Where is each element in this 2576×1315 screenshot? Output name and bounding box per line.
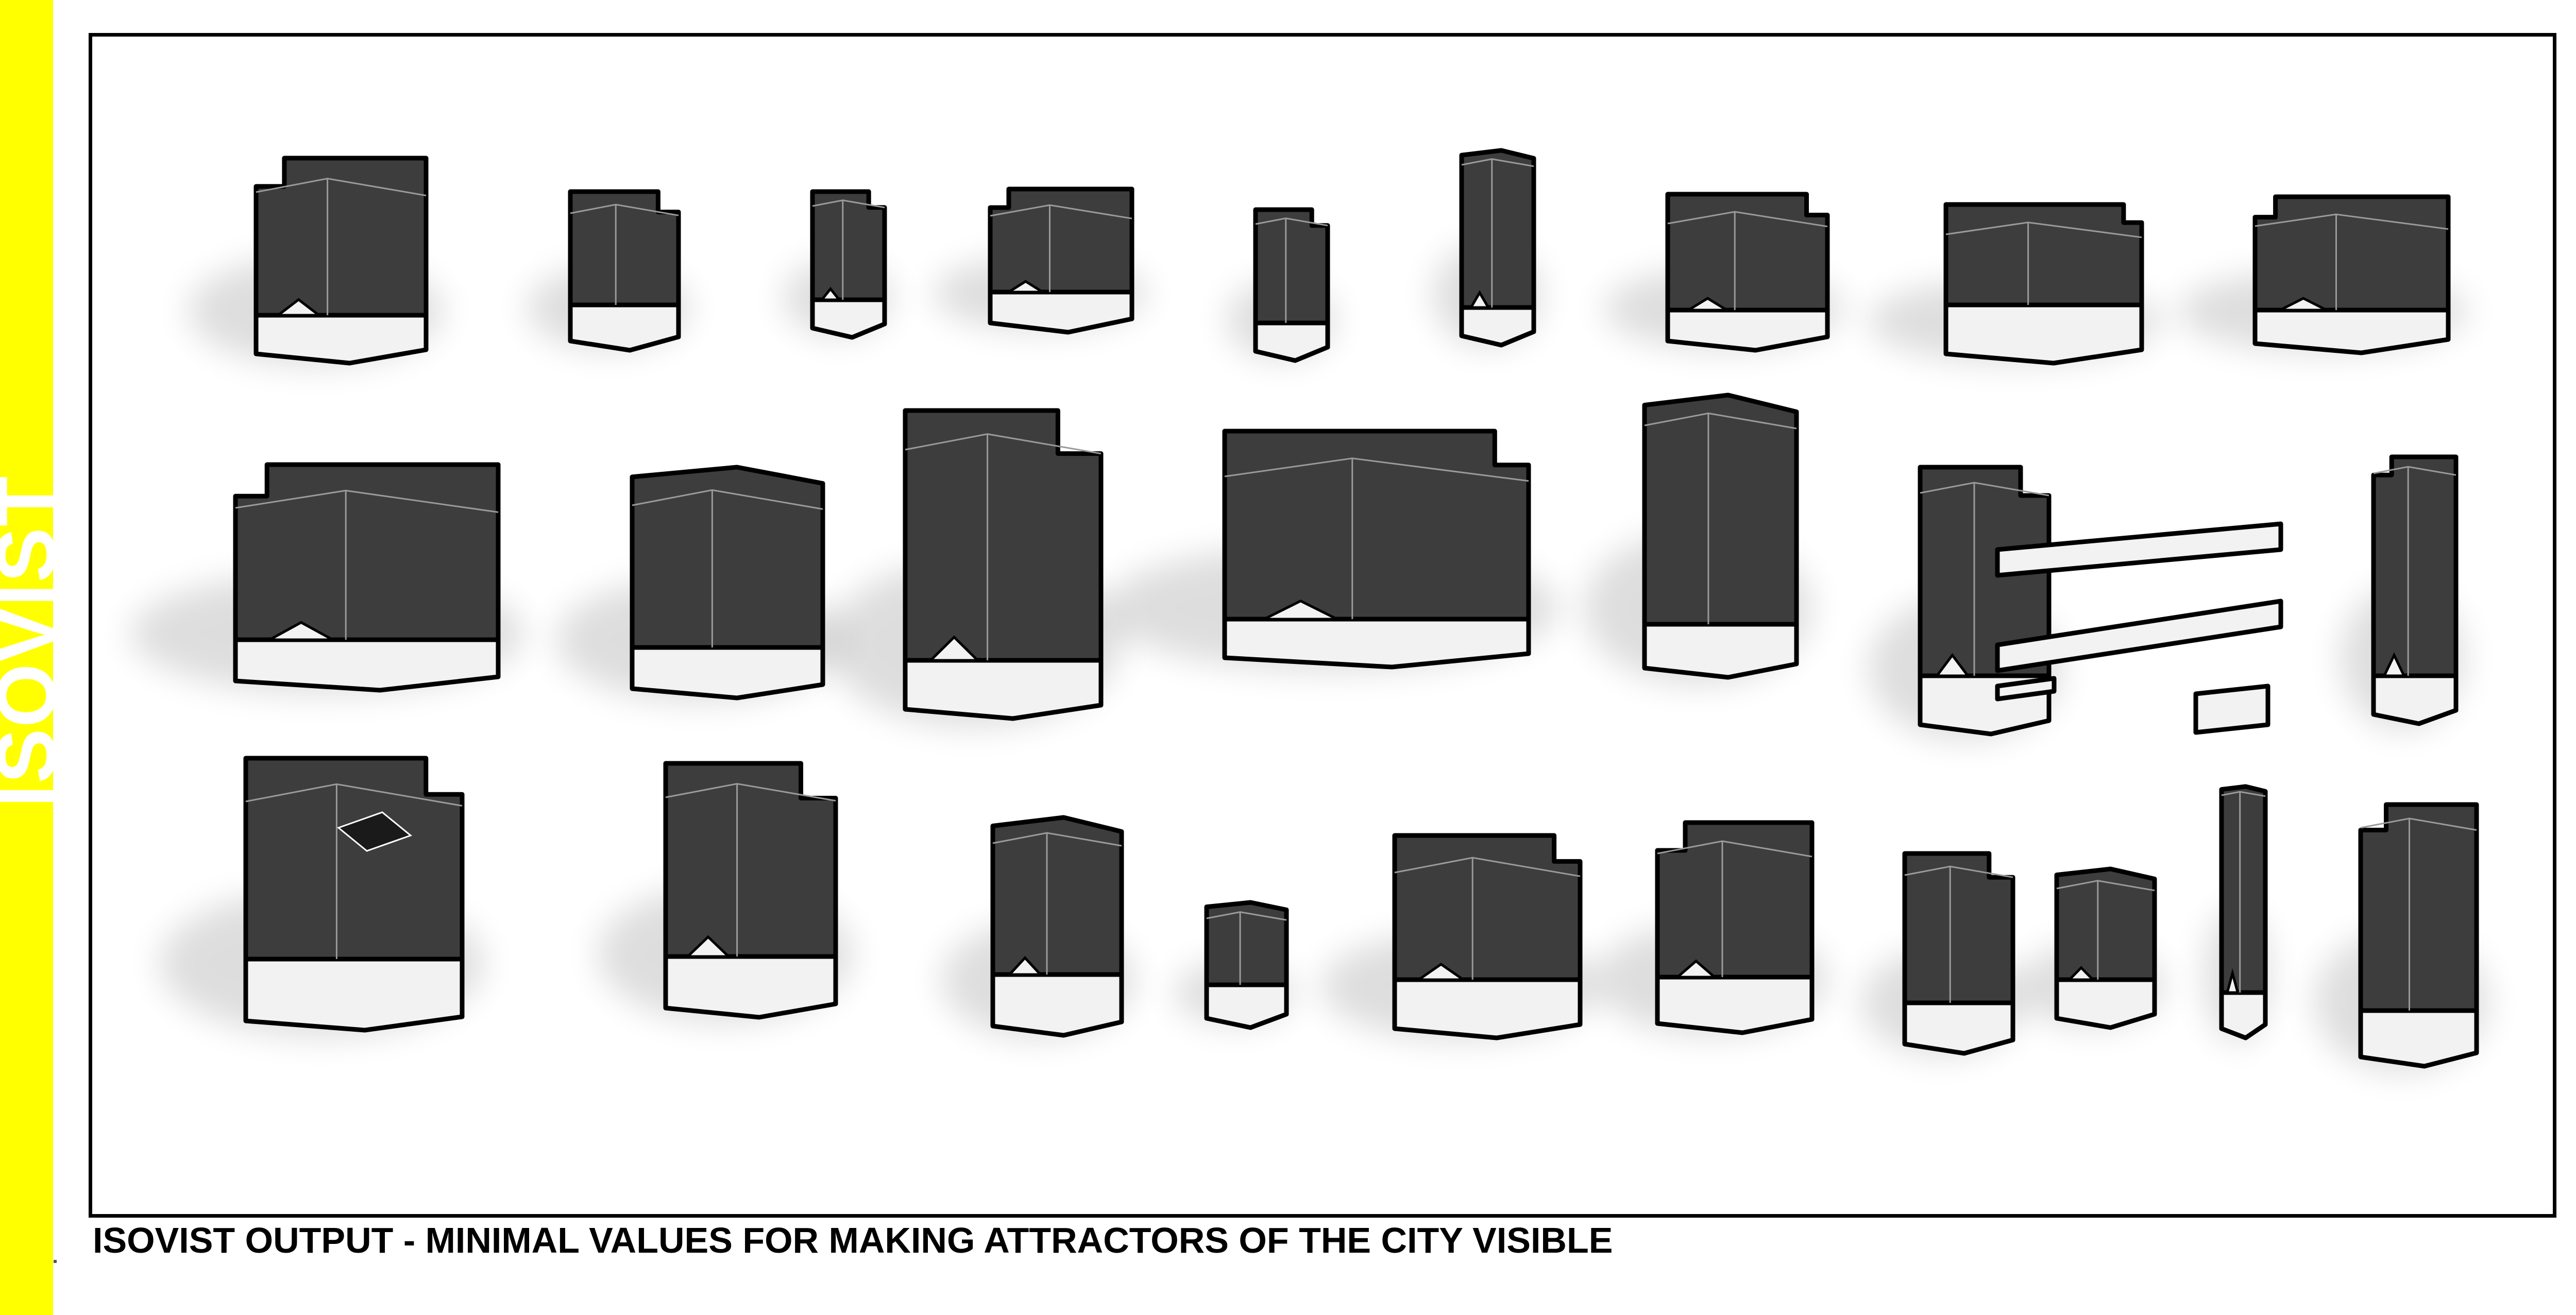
massing-model [632,467,823,698]
massing-model [2222,787,2265,1038]
model-body [1657,823,1812,977]
model-body [990,189,1132,292]
model-base [1462,308,1534,345]
model-body [632,467,823,647]
massing-model [1946,204,2142,363]
isovist-diagram [92,37,2553,1214]
model-base [632,647,823,698]
model-base [990,292,1132,332]
massing-model [1462,150,1534,345]
massing-model [2361,805,2477,1066]
model-body [2255,197,2448,310]
model-body [1462,150,1534,308]
model-base [1905,1003,2013,1053]
massing-model [2057,869,2155,1028]
model-base [2057,980,2155,1028]
diagram-caption: ISOVIST OUTPUT - MINIMAL VALUES FOR MAKI… [93,1220,1613,1261]
model-body [2361,805,2477,1011]
massing-model [235,465,498,690]
massing-model [812,192,885,337]
model-base [1668,310,1827,350]
model-body [1225,431,1529,619]
massing-model [1905,853,2013,1053]
massing-model [1657,823,1812,1033]
model-base [812,300,885,337]
massing-model [570,192,679,350]
model-body [993,817,1122,975]
model-base [2255,310,2448,353]
model-base [1946,305,2142,363]
models-layer [235,150,2477,1066]
model-body [1668,194,1827,310]
model-body [1946,204,2142,305]
model-base [2222,993,2265,1038]
model-body [2222,787,2265,993]
massing-model [1668,194,1827,350]
model-base [1256,323,1328,361]
massing-model [246,758,462,1030]
massing-model [1395,835,1580,1038]
massing-model [2374,457,2456,724]
model-base [993,975,1122,1035]
detached-slab [2196,686,2268,732]
model-body [256,158,426,315]
model-body [1395,835,1580,980]
model-base [1657,977,1812,1033]
sidebar-title: ISOVIST [0,475,74,807]
model-body [1256,210,1328,323]
model-body [1645,395,1797,624]
massing-model [990,189,1132,332]
diagram-frame [89,33,2556,1218]
model-base [905,660,1101,719]
model-body [246,758,462,959]
model-base [2374,676,2456,724]
massing-model [993,817,1122,1035]
model-base [2361,1011,2477,1066]
massing-model [1645,395,1797,677]
model-body [812,192,885,300]
model-body [1207,902,1286,985]
massing-model [256,158,426,363]
massing-model [905,411,1101,719]
model-body [2374,457,2456,676]
model-base [256,315,426,363]
massing-model [666,763,836,1017]
model-base [666,957,836,1017]
model-base [1645,624,1797,677]
model-base [246,959,462,1030]
model-base [570,305,679,350]
massing-model [1225,431,1529,667]
sidebar-band: ISOVIST [0,0,53,1315]
model-base [235,640,498,690]
massing-model [1207,902,1286,1028]
stray-mark [54,1260,57,1263]
massing-model [1256,210,1328,361]
model-body [235,465,498,640]
massing-model [2255,197,2448,353]
model-body [1905,853,2013,1003]
model-base [1207,985,1286,1028]
model-body [570,192,679,305]
model-base [1225,619,1529,667]
model-base [1395,980,1580,1038]
